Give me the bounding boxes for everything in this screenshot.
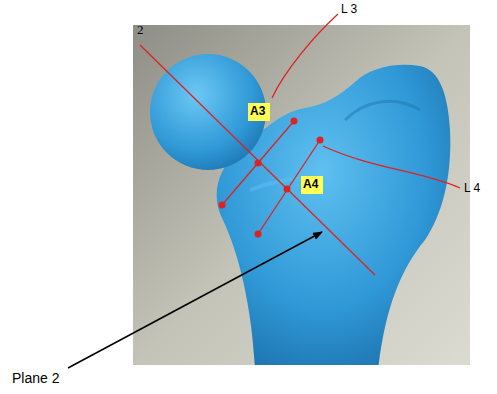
point: [317, 137, 324, 144]
point: [219, 202, 226, 209]
point: [255, 231, 262, 238]
callout-text: L 4: [464, 181, 480, 195]
point: [255, 160, 262, 167]
callout-label: L 4: [464, 181, 480, 195]
callout-text: Plane 2: [12, 370, 59, 386]
section-line: [258, 140, 320, 234]
pointer-arrow: [68, 232, 322, 368]
leader-line: [323, 146, 460, 188]
callout-label: L 3: [341, 2, 357, 16]
point: [284, 186, 291, 193]
callout-label: Plane 2: [12, 370, 59, 386]
femur-body: [217, 65, 451, 365]
label-box: A3: [248, 103, 270, 121]
measurement-points: [219, 118, 324, 238]
section-line: [222, 121, 294, 205]
callout-text: L 3: [341, 2, 357, 16]
leader-line: [272, 14, 338, 98]
plane-line: [140, 45, 375, 275]
section-label: A3: [250, 104, 268, 119]
trochanter-shade: [345, 101, 420, 120]
section-label: A4: [303, 177, 321, 192]
label-box: A4: [301, 176, 323, 194]
point: [291, 118, 298, 125]
callout-label: 2: [137, 22, 144, 38]
callout-text: 2: [137, 22, 144, 37]
measurement-lines: [140, 14, 460, 275]
